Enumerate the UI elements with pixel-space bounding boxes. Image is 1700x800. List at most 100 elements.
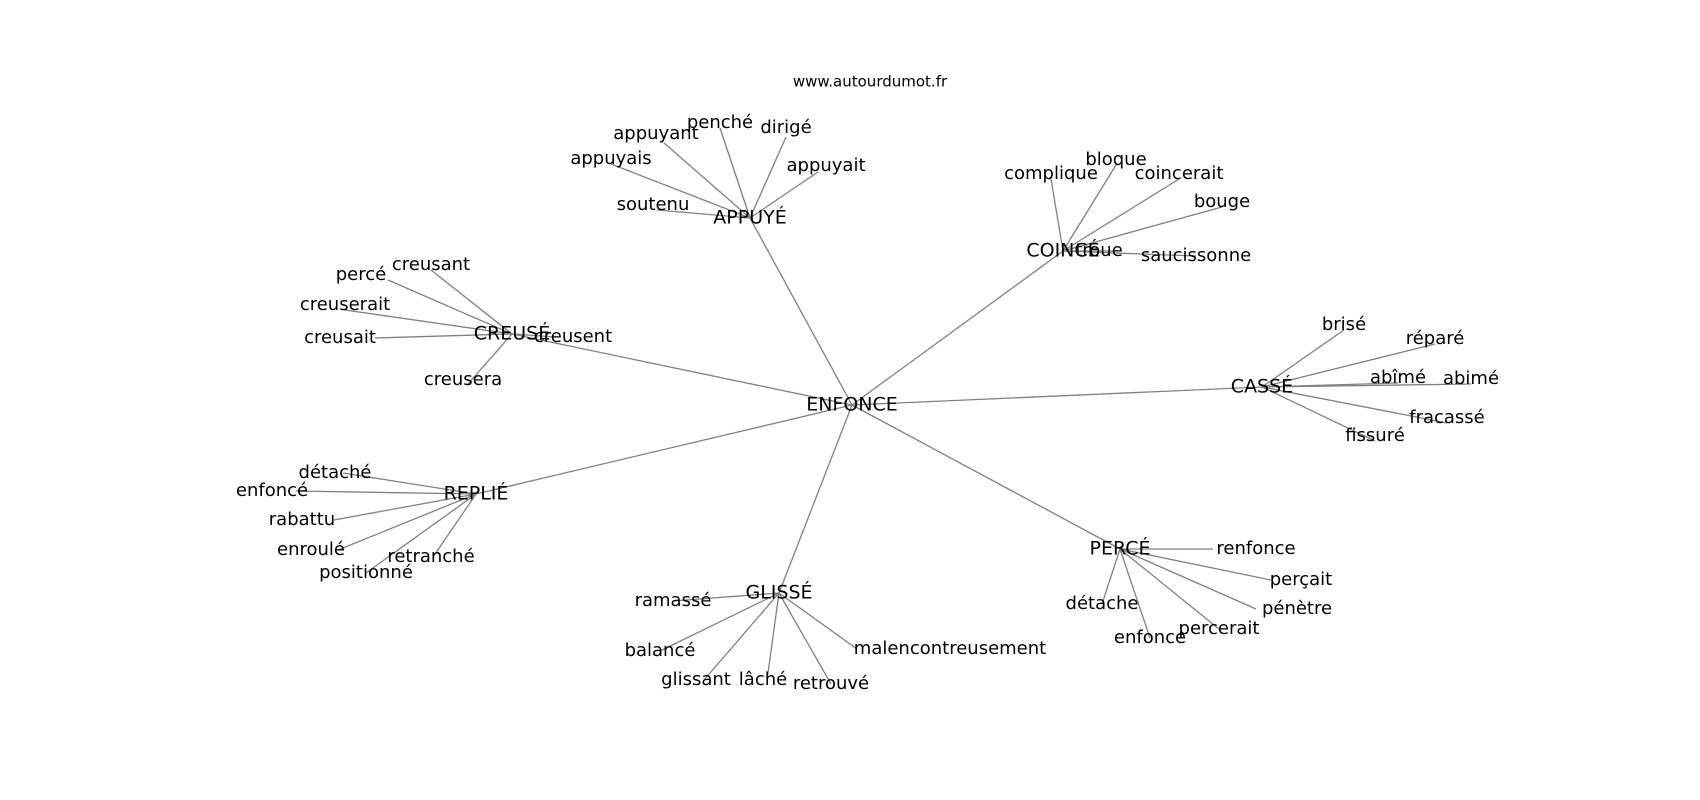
edge-center-perce <box>851 404 1121 550</box>
edge-glisse-word <box>659 592 780 652</box>
edge-appuye-word <box>749 171 819 219</box>
hub-node-perce: PERCÉ <box>1090 537 1151 560</box>
edge-center-coince <box>851 250 1064 406</box>
word-node: percé <box>336 264 386 285</box>
hub-node-casse: CASSÉ <box>1231 375 1293 398</box>
edge-appuye-word <box>610 163 751 219</box>
word-node: balancé <box>625 640 696 661</box>
word-node: abîmé <box>1370 367 1426 388</box>
edge-casse-word <box>1261 383 1472 388</box>
edge-perce-word <box>1119 548 1151 639</box>
hub-node-glisse: GLISSÉ <box>745 581 812 604</box>
edge-appuye-word <box>656 209 751 219</box>
edge-glisse-word <box>672 592 780 602</box>
word-node: complique <box>1004 163 1098 184</box>
edge-appuye-word <box>663 142 751 219</box>
edge-center-creuse <box>511 333 853 406</box>
word-node: appuyais <box>570 148 651 169</box>
word-node: soutenu <box>617 194 690 215</box>
word-node: réparé <box>1406 328 1465 349</box>
edge-glisse-word <box>778 592 858 650</box>
word-node: détache <box>1066 593 1139 614</box>
word-node: retranché <box>387 546 474 567</box>
word-node: saucissonne <box>1141 245 1251 266</box>
center-node: ENFONCE <box>806 394 898 416</box>
edge-casse-word <box>1261 386 1448 424</box>
edge-replie-word <box>295 490 477 495</box>
edge-coince-word <box>1062 164 1117 252</box>
word-node: percerait <box>1179 618 1260 639</box>
edge-casse-word <box>1261 386 1376 442</box>
edge-casse-word <box>1261 343 1436 388</box>
edge-replie-word <box>365 493 477 574</box>
word-node: brisé <box>1322 314 1366 335</box>
source-label: www.autourdumot.fr <box>793 73 948 91</box>
edge-replie-word <box>342 472 477 495</box>
word-node: renfonce <box>1216 538 1295 559</box>
edge-center-replie <box>475 404 853 495</box>
hub-node-appuye: APPUYÉ <box>713 206 786 229</box>
edge-glisse-word <box>778 592 832 685</box>
word-node: creuserait <box>300 294 390 315</box>
edge-perce-word <box>1119 548 1257 610</box>
edge-perce-word <box>1119 548 1220 630</box>
edge-creuse-word <box>344 309 513 335</box>
edge-creuse-word <box>511 333 557 338</box>
edge-creuse-word <box>374 333 513 339</box>
edge-creuse-word <box>430 269 513 335</box>
hub-node-creuse: CREUSÉ <box>474 322 550 345</box>
edge-perce-word <box>1101 548 1121 605</box>
edge-creuse-word <box>466 333 513 386</box>
word-node: appuyait <box>786 155 865 176</box>
word-node: bouge <box>1194 191 1250 212</box>
word-node: abimé <box>1443 368 1499 389</box>
edge-center-appuye <box>749 217 853 406</box>
word-node: fracassé <box>1409 407 1485 428</box>
word-node: rabattu <box>269 509 335 530</box>
word-node: perçait <box>1270 569 1333 590</box>
word-node: creusera <box>424 369 502 390</box>
word-node: fissuré <box>1345 425 1405 446</box>
edge-creuse-word <box>387 279 513 335</box>
word-node: ramassé <box>635 590 712 611</box>
word-node: glissant <box>661 669 731 690</box>
edge-coince-word <box>1062 206 1223 252</box>
word-node: lâché <box>739 669 787 690</box>
edge-appuye-word <box>719 127 751 219</box>
edge-center-casse <box>851 386 1263 406</box>
word-node: creusait <box>304 327 376 348</box>
word-node: détaché <box>299 462 372 483</box>
edge-replie-word <box>337 493 477 551</box>
edge-glisse-word <box>766 592 780 681</box>
edge-coince-word <box>1062 250 1197 257</box>
word-node: positionné <box>319 562 413 583</box>
edge-perce-word <box>1119 548 1272 581</box>
word-node: pénètre <box>1262 598 1332 619</box>
word-node: coincerait <box>1135 163 1224 184</box>
word-node: penché <box>687 112 753 133</box>
edge-casse-word <box>1261 329 1345 388</box>
edge-coince-word <box>1062 178 1180 252</box>
edges-layer <box>295 127 1472 685</box>
edge-glisse-word <box>703 592 780 681</box>
hub-node-coince: COINCÉ <box>1026 239 1099 262</box>
word-node: creusant <box>392 254 470 275</box>
word-node: creusent <box>534 326 612 347</box>
word-node: enroulé <box>277 539 345 560</box>
word-node: bloque <box>1085 149 1146 170</box>
word-node: appuyant <box>613 123 698 144</box>
word-node: dirigé <box>760 117 811 138</box>
edge-replie-word <box>333 493 477 521</box>
edge-replie-word <box>432 493 477 558</box>
edge-appuye-word <box>749 136 787 219</box>
word-node: enfoncé <box>236 480 308 501</box>
word-node: enfonce <box>1114 627 1186 648</box>
hub-node-replie: REPLIÉ <box>444 482 509 505</box>
word-node: malencontreusement <box>854 638 1046 659</box>
edge-center-glisse <box>778 404 853 594</box>
word-node: retrouvé <box>793 673 869 694</box>
word-node: troue <box>1075 240 1123 261</box>
edge-coince-word <box>1050 178 1064 252</box>
